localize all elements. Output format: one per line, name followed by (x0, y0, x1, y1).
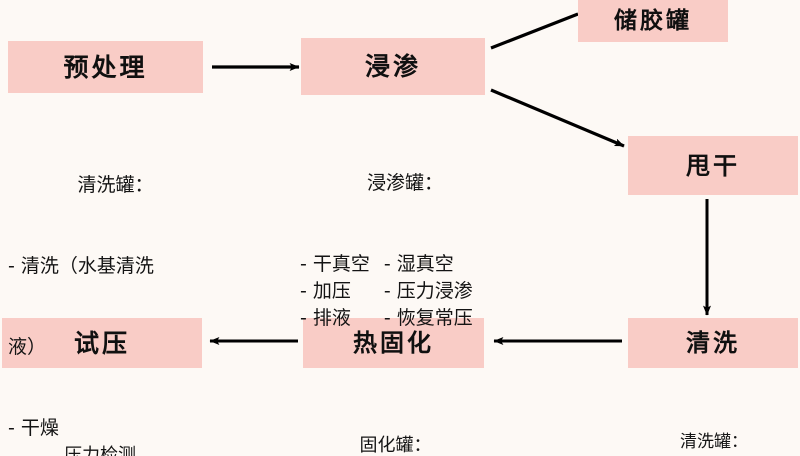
edge-impregnation-to-glue-tank (490, 12, 579, 50)
caption-pretreatment-line-1: - 清洗（水基清洗 (8, 254, 154, 277)
caption-rinse: 清洗罐： - 两次清洗 (628, 382, 800, 456)
caption-impregnation-rows: - 干真空 - 湿真空 - 加压 - 压力浸渗 - 排液 - 恢复常压 (300, 251, 550, 332)
node-glue-tank[interactable]: 储胶罐 (578, 0, 728, 42)
caption-impregnation-row-3-right: - 恢复常压 (383, 306, 473, 329)
caption-impregnation-row-1-left: - 干真空 (300, 252, 370, 275)
node-pressure-test[interactable]: 试压 (2, 318, 202, 368)
caption-rinse-head: 清洗罐： (680, 432, 748, 453)
node-impregnation-label: 浸渗 (364, 52, 421, 81)
caption-thermal-cure-head: 固化罐： (359, 435, 432, 456)
caption-impregnation: 浸渗罐： - 干真空 - 湿真空 - 加压 - 压力浸渗 - 排液 - 恢复常压 (300, 116, 550, 386)
caption-pretreatment-line-2: 液） (8, 335, 47, 358)
node-thermal-cure-label: 热固化 (353, 329, 434, 357)
node-pretreatment-label: 预处理 (63, 52, 148, 82)
node-pressure-test-label: 试压 (73, 328, 130, 358)
caption-impregnation-row-1-right: - 湿真空 (383, 252, 454, 275)
caption-thermal-cure: 固化罐： - 热水固化 (303, 382, 488, 456)
caption-impregnation-row-3-left: - 排液 (300, 306, 351, 329)
caption-pretreatment: 清洗罐： - 清洗（水基清洗 液） - 干燥 (8, 118, 223, 456)
node-pretreatment[interactable]: 预处理 (8, 41, 203, 93)
node-spin-dry-label: 甩干 (686, 151, 740, 180)
node-rinse[interactable]: 清洗 (628, 318, 798, 368)
node-glue-tank-label: 储胶罐 (614, 7, 692, 34)
node-thermal-cure[interactable]: 热固化 (303, 318, 484, 368)
caption-pretreatment-line-3: - 干燥 (8, 416, 59, 439)
caption-pressure-test: 压力检测 (2, 392, 198, 456)
node-impregnation[interactable]: 浸渗 (301, 38, 485, 95)
caption-pressure-test-head: 压力检测 (64, 445, 136, 456)
node-spin-dry[interactable]: 甩干 (628, 136, 798, 195)
caption-impregnation-row-2-right: - 压力浸渗 (383, 279, 473, 302)
caption-impregnation-row-2-left: - 加压 (300, 279, 351, 302)
node-rinse-label: 清洗 (686, 329, 740, 357)
caption-impregnation-head: 浸渗罐： (366, 171, 443, 194)
caption-pretreatment-head: 清洗罐： (77, 173, 154, 196)
